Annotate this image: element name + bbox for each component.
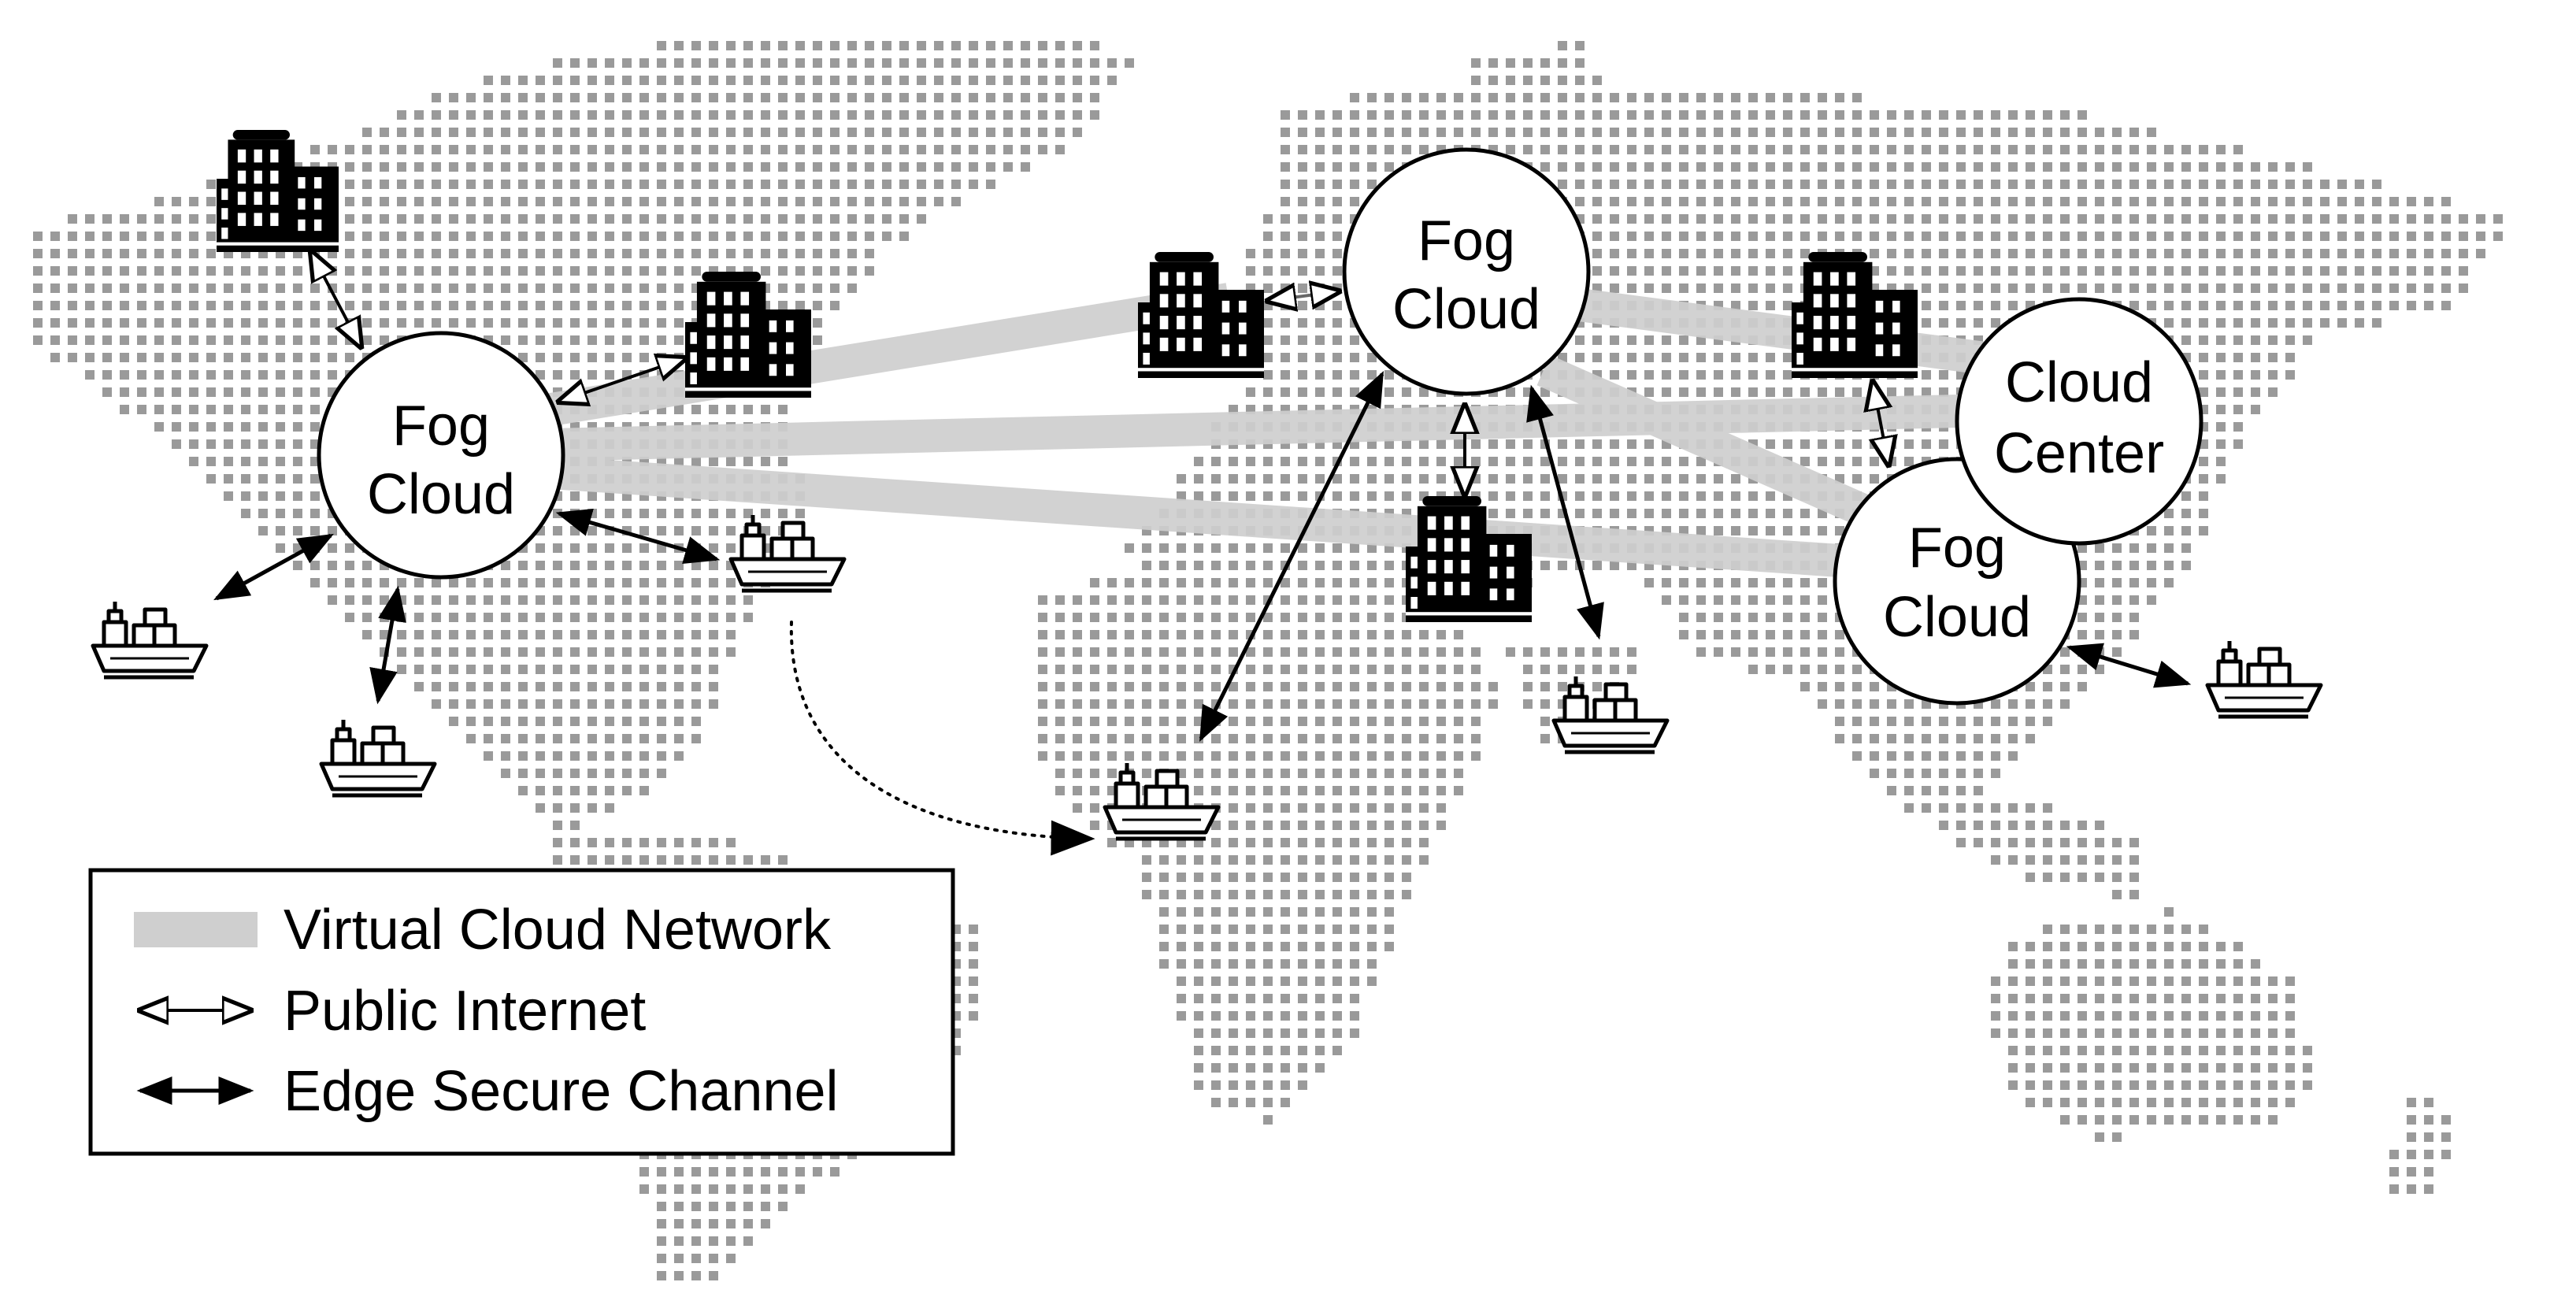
public-internet-arrow [559,358,685,402]
cargo-ship-icon [321,720,435,795]
cargo-ship-icon [93,602,206,677]
node-label-line2: Center [1994,422,2164,485]
legend-label-virtual-network: Virtual Cloud Network [284,899,832,962]
node-label-line2: Cloud [1392,278,1540,341]
building-icon [685,272,811,398]
legend-swatch-virtual-network [134,912,258,947]
cloud-center-node: Cloud Center [1955,297,2203,546]
node-label-line1: Fog [392,395,490,458]
edge-secure-arrow [555,508,721,565]
node-label-line1: Fog [1418,209,1515,272]
node-label-line1: Fog [1908,517,2006,580]
public-internet-links [311,252,1888,495]
edge-secure-arrow [1199,370,1384,743]
building-icon [1138,252,1264,378]
edge-secure-arrow [213,533,334,601]
edge-secure-channels [213,370,2192,743]
node-label-line1: Cloud [2005,351,2153,414]
fog-cloud-node: Fog Cloud [1342,147,1591,396]
fog-cloud-node: Fog Cloud [317,331,565,580]
legend-label-public-internet: Public Internet [284,980,646,1043]
edge-secure-arrow [1526,384,1604,640]
public-internet-arrow [1873,382,1888,465]
cargo-ship-icon [731,515,844,591]
public-internet-arrow [1268,291,1339,301]
ship-route-dotted [789,621,1095,856]
public-internet-arrow [311,252,361,346]
cargo-ship-icon [2207,641,2321,717]
vcn-band [1565,287,1987,375]
legend-label-edge-secure: Edge Secure Channel [284,1060,839,1123]
building-icon [1792,252,1918,378]
node-label-line2: Cloud [1883,586,2031,649]
edge-secure-arrow [369,585,406,705]
node-label-line2: Cloud [367,463,515,526]
vcn-band [548,283,1232,426]
edge-secure-arrow [2066,643,2192,688]
legend: Virtual Cloud Network Public Internet Ed… [88,868,955,1156]
cargo-ship-icon [1554,676,1667,752]
building-icon [217,130,339,252]
